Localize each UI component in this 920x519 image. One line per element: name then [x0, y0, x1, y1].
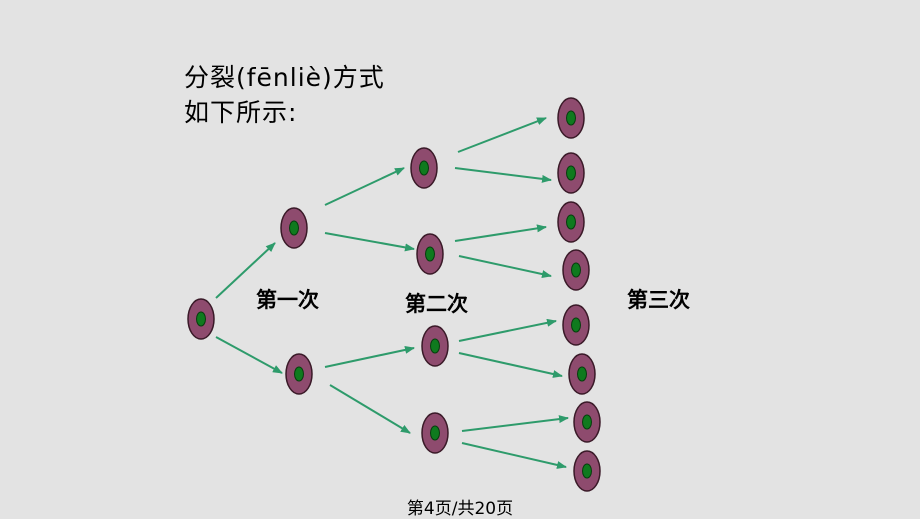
cell-nucleus — [289, 220, 299, 236]
division-arrow — [461, 415, 569, 432]
division-arrow — [458, 255, 552, 278]
division-arrow — [324, 167, 405, 206]
cell-nucleus — [582, 463, 592, 479]
division-arrow — [458, 352, 563, 378]
generation-label-1: 第一次 — [256, 288, 319, 312]
cell — [573, 450, 601, 492]
title-line-1: 分裂(fēnliè)方式 — [184, 63, 385, 92]
cell — [285, 353, 313, 395]
cell — [573, 401, 601, 443]
cell — [421, 412, 449, 454]
cell — [187, 298, 215, 340]
cell-nucleus — [430, 338, 440, 354]
cell-nucleus — [582, 414, 592, 430]
cell-nucleus — [571, 317, 581, 333]
cell — [557, 201, 585, 243]
cell-nucleus — [430, 425, 440, 441]
cell — [562, 249, 590, 291]
cell — [410, 147, 438, 189]
cell-nucleus — [566, 214, 576, 230]
division-arrow — [454, 167, 552, 183]
cell-nucleus — [196, 311, 206, 327]
generation-label-2: 第二次 — [405, 292, 468, 316]
cell-nucleus — [419, 160, 429, 176]
cell-nucleus — [577, 366, 587, 382]
division-arrow — [324, 232, 415, 252]
cell — [568, 353, 596, 395]
division-arrow — [461, 442, 567, 469]
cell — [562, 304, 590, 346]
cell — [557, 97, 585, 139]
division-arrow — [329, 384, 411, 434]
division-arrow — [457, 117, 547, 153]
cell — [416, 233, 444, 275]
division-arrow — [458, 318, 557, 342]
cell — [421, 325, 449, 367]
page-footer: 第4页/共20页 — [406, 499, 514, 519]
division-arrow — [215, 242, 276, 299]
title-line-2: 如下所示: — [184, 98, 298, 127]
division-arrow — [454, 224, 547, 242]
cell-nucleus — [566, 165, 576, 181]
division-arrow — [215, 336, 283, 374]
cell-nucleus — [294, 366, 304, 382]
cell-nucleus — [566, 110, 576, 126]
division-arrow — [324, 345, 415, 368]
cell-nucleus — [425, 246, 435, 262]
cell-nucleus — [571, 262, 581, 278]
cell — [280, 207, 308, 249]
cell — [557, 152, 585, 194]
generation-label-3: 第三次 — [627, 288, 690, 312]
